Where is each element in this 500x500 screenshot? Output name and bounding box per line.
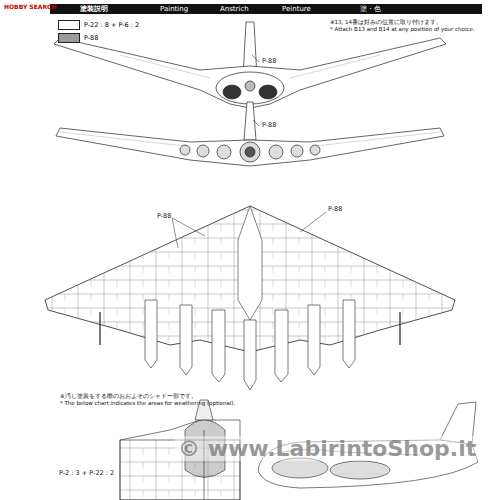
- header-word: 塗・色: [360, 5, 381, 13]
- sheet-title: 塗装説明: [80, 5, 108, 13]
- plan-view: [40, 200, 460, 390]
- note-text: ※13, 14番は好みの位置に取り付けます。: [330, 19, 442, 25]
- callout-number: P-2 : 3 + P-22 : 2: [58, 470, 115, 477]
- header-word: Anstrich: [220, 5, 249, 13]
- watermark: © www.LabirintoShop.it: [175, 436, 479, 461]
- header-word: Painting: [160, 5, 188, 13]
- callout-number: P-88: [156, 213, 172, 220]
- note-text: ※汚し塗装をする際のおおよそのシャドー部です。: [60, 393, 197, 399]
- legend-text: P-88: [84, 34, 98, 42]
- legend-row: P-22 : 8 + P-6 : 2: [58, 20, 139, 30]
- legend-row: P-88: [58, 33, 98, 43]
- brand-mark: HOBBY SEARCH: [4, 4, 56, 11]
- callout-number: P-88: [261, 122, 277, 129]
- color-swatch: [58, 33, 80, 43]
- front-view: [54, 22, 446, 108]
- legend-text: P-22 : 8 + P-6 : 2: [84, 21, 139, 29]
- note-text: * Attach B13 and B14 at any position of …: [330, 26, 475, 32]
- note-text: * The below chart indicates the areas fo…: [60, 400, 235, 406]
- rear-view: [56, 102, 444, 166]
- header-bar: [50, 4, 482, 14]
- callout-number: P-88: [327, 206, 343, 213]
- color-swatch: [58, 20, 80, 30]
- callout-number: P-88: [261, 58, 277, 65]
- header-word: Peinture: [282, 5, 311, 13]
